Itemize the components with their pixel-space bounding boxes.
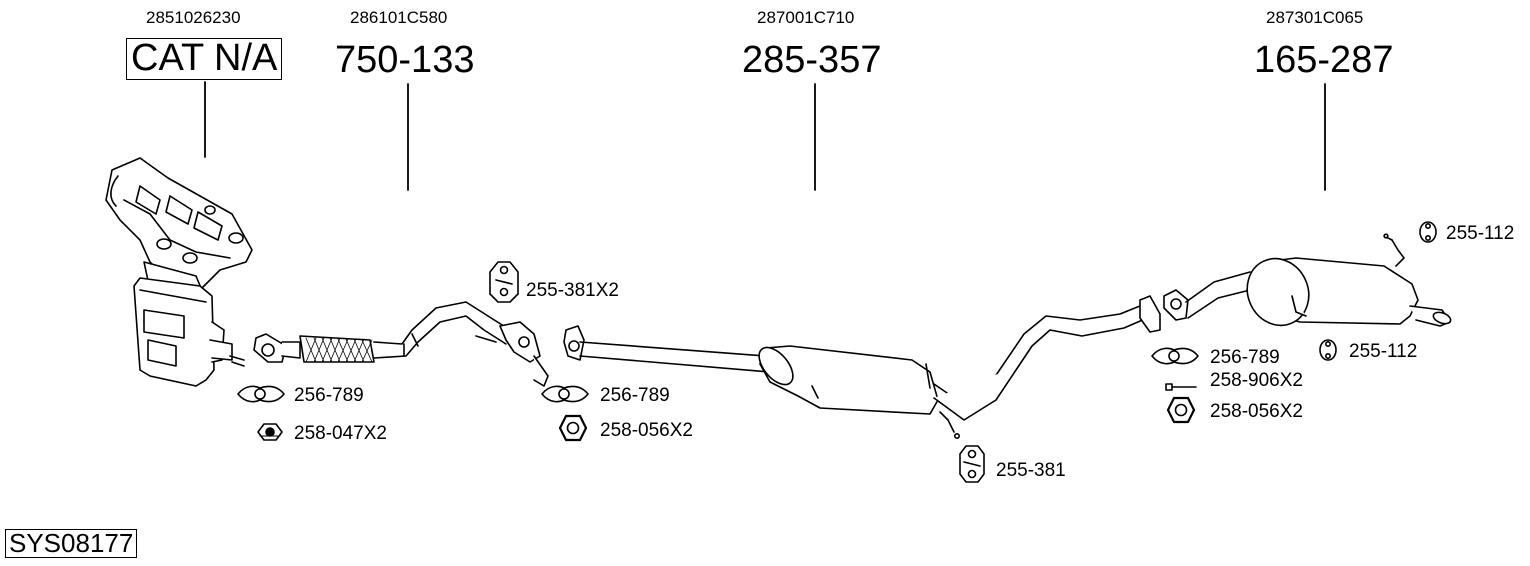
accessory-label[interactable]: 255-381 <box>996 460 1066 481</box>
accessory-label[interactable]: 255-112 <box>1349 341 1418 362</box>
accessory-label[interactable]: 258-056X2 <box>600 420 693 441</box>
part-number-catalyst[interactable]: CAT N/A <box>126 38 283 80</box>
oe-number-3: 287001C710 <box>757 8 855 27</box>
accessory-label[interactable]: 256-789 <box>600 385 670 406</box>
oe-number-4: 287301C065 <box>1266 8 1364 27</box>
part-number-front-pipe[interactable]: 750-133 <box>335 39 475 81</box>
rubber-hanger-icon <box>959 445 985 483</box>
accessory-label[interactable]: 255-112 <box>1446 223 1515 244</box>
gasket-icon <box>1151 347 1199 365</box>
manifold-catalyst <box>105 157 253 387</box>
accessory-label[interactable]: 258-047X2 <box>294 423 387 444</box>
middle-pipe <box>563 295 1161 439</box>
bolt-icon <box>1165 383 1197 391</box>
gasket-icon <box>237 385 285 403</box>
rubber-ring-icon <box>1419 221 1437 243</box>
oe-number-1: 2851026230 <box>146 8 241 27</box>
accessory-label[interactable]: 256-789 <box>1210 347 1280 368</box>
part-number-middle-silencer[interactable]: 285-357 <box>742 39 882 81</box>
nut-icon <box>257 423 283 441</box>
rubber-ring-icon <box>1319 339 1337 361</box>
accessory-label[interactable]: 258-056X2 <box>1210 401 1303 422</box>
front-pipe <box>253 301 549 387</box>
part-number-rear-silencer[interactable]: 165-287 <box>1254 39 1394 81</box>
accessory-label[interactable]: 256-789 <box>294 385 364 406</box>
oe-number-2: 286101C580 <box>350 8 448 27</box>
accessory-label[interactable]: 258-906X2 <box>1210 370 1303 391</box>
hex-nut-icon <box>558 414 588 442</box>
system-code: SYS08177 <box>5 529 138 559</box>
accessory-label[interactable]: 255-381X2 <box>526 280 619 301</box>
rubber-hanger-icon <box>489 261 519 303</box>
gasket-icon <box>541 385 589 403</box>
leader-lines <box>204 81 1326 191</box>
hex-nut-icon <box>1166 396 1196 424</box>
rear-silencer <box>1163 233 1452 327</box>
